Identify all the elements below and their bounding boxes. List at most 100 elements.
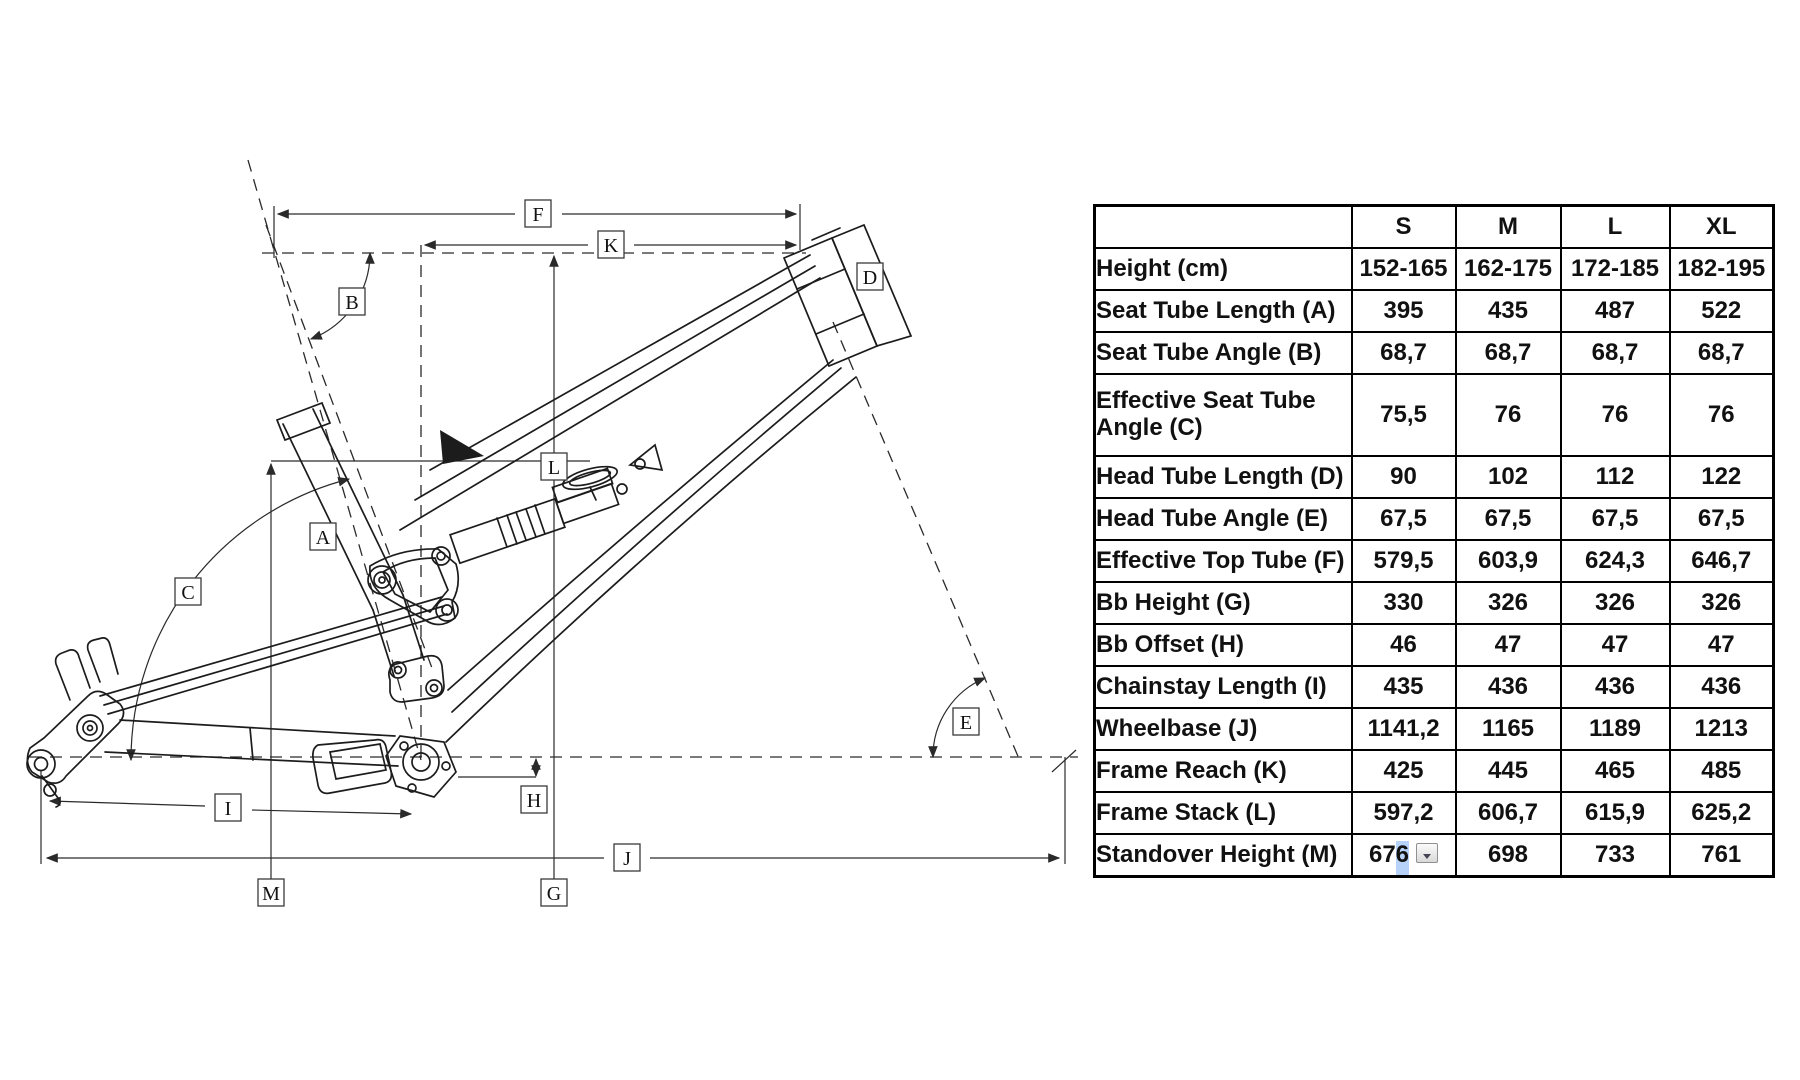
value-cell: 152-165 [1350,247,1457,291]
row-label: Height (cm) [1093,247,1353,291]
svg-text:A: A [316,527,331,549]
value-cell: 326 [1559,581,1671,625]
value-cell: 436 [1559,665,1671,709]
bike-geometry-diagram: F K B D L A C E H I J M G [26,159,1078,907]
value-cell: 579,5 [1350,539,1457,583]
svg-text:E: E [960,712,972,734]
value-cell: 46 [1350,623,1457,667]
svg-text:C: C [181,582,194,604]
row-label: Bb Height (G) [1093,581,1353,625]
value-cell: 76 [1668,373,1775,457]
row-label: Frame Reach (K) [1093,749,1353,793]
svg-text:K: K [604,235,619,257]
value-cell: 75,5 [1350,373,1457,457]
value-cell: 76 [1454,373,1562,457]
value-cell: 733 [1559,833,1671,878]
size-header-L: L [1559,204,1671,249]
row-label: Head Tube Length (D) [1093,455,1353,499]
row-label: Wheelbase (J) [1093,707,1353,751]
value-cell: 698 [1454,833,1562,878]
dim-label-A: A [309,522,337,551]
value-cell: 67,5 [1350,497,1457,541]
svg-text:J: J [623,848,631,870]
svg-text:G: G [547,883,561,905]
value-cell: 445 [1454,749,1562,793]
value-cell: 47 [1454,623,1562,667]
dim-label-G: G [540,878,568,907]
value-cell: 1213 [1668,707,1775,751]
value-cell: 597,2 [1350,791,1457,835]
dim-label-B: B [338,287,366,316]
dim-label-L: L [540,452,568,481]
row-label: Seat Tube Angle (B) [1093,331,1353,375]
dim-label-C: C [174,577,202,606]
value-cell: 435 [1350,665,1457,709]
value-cell: 1189 [1559,707,1671,751]
value-cell: 465 [1559,749,1671,793]
row-label: Chainstay Length (I) [1093,665,1353,709]
value-cell: 68,7 [1454,331,1562,375]
value-cell: 646,7 [1668,539,1775,583]
value-cell: 1165 [1454,707,1562,751]
selected-text: 6 [1395,841,1410,875]
size-header-S: S [1350,204,1457,249]
value-cell: 436 [1668,665,1775,709]
value-cell: 603,9 [1454,539,1562,583]
svg-text:H: H [527,790,541,812]
row-label: Bb Offset (H) [1093,623,1353,667]
dim-label-I: I [214,793,242,822]
dimension-lines [40,204,1066,880]
value-cell: 68,7 [1350,331,1457,375]
dim-label-H: H [520,785,548,814]
value-cell: 625,2 [1668,791,1775,835]
value-cell: 102 [1454,455,1562,499]
value-cell: 326 [1454,581,1562,625]
value-cell: 395 [1350,289,1457,333]
value-cell: 90 [1350,455,1457,499]
value-cell: 606,7 [1454,791,1562,835]
svg-text:B: B [345,292,358,314]
size-header-XL: XL [1668,204,1775,249]
dim-label-F: F [524,199,552,228]
value-cell: 761 [1668,833,1775,878]
value-cell: 485 [1668,749,1775,793]
frame-drawing [26,223,913,808]
value-cell: 330 [1350,581,1457,625]
svg-text:M: M [262,883,280,905]
dim-label-E: E [952,707,980,736]
value-cell: 68,7 [1668,331,1775,375]
standover-dropdown-button[interactable] [1416,843,1439,863]
svg-text:F: F [532,204,543,226]
svg-text:D: D [863,267,877,289]
row-label: Seat Tube Length (A) [1093,289,1353,333]
value-cell: 162-175 [1454,247,1562,291]
dim-label-J: J [613,843,641,872]
value-cell: 182-195 [1668,247,1775,291]
value-cell: 435 [1454,289,1562,333]
size-header-M: M [1454,204,1562,249]
value-cell: 47 [1668,623,1775,667]
dim-label-D: D [856,262,884,291]
value-cell: 76 [1559,373,1671,457]
value-cell: 436 [1454,665,1562,709]
corner-cell [1093,204,1353,249]
value-cell: 624,3 [1559,539,1671,583]
row-label: Frame Stack (L) [1093,791,1353,835]
dim-label-M: M [257,878,285,907]
value-cell: 68,7 [1559,331,1671,375]
